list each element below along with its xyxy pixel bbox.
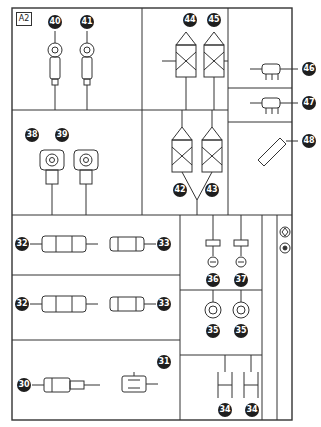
sheet-code: A2 bbox=[16, 12, 33, 26]
callout-number: 33 bbox=[157, 297, 171, 311]
callout-number: 35 bbox=[206, 324, 220, 338]
callout-number: 36 bbox=[206, 273, 220, 287]
callout-number: 44 bbox=[183, 13, 197, 27]
callout-number: 42 bbox=[173, 183, 187, 197]
callout-number: 38 bbox=[25, 128, 39, 142]
callout-number: 43 bbox=[205, 183, 219, 197]
callout-number: 39 bbox=[55, 128, 69, 142]
callout-number: 34 bbox=[218, 403, 232, 417]
callout-number: 32 bbox=[15, 297, 29, 311]
callout-number: 40 bbox=[48, 15, 62, 29]
callout-number: 47 bbox=[302, 96, 316, 110]
callout-number: 35 bbox=[234, 324, 248, 338]
callout-number: 41 bbox=[80, 15, 94, 29]
callout-number: 37 bbox=[234, 273, 248, 287]
callout-number: 34 bbox=[245, 403, 259, 417]
callout-number: 32 bbox=[15, 237, 29, 251]
callout-number: 45 bbox=[207, 13, 221, 27]
callout-number: 30 bbox=[17, 378, 31, 392]
callout-number: 46 bbox=[302, 62, 316, 76]
callout-number: 33 bbox=[157, 237, 171, 251]
callout-number: 31 bbox=[157, 355, 171, 369]
callout-number: 48 bbox=[302, 134, 316, 148]
